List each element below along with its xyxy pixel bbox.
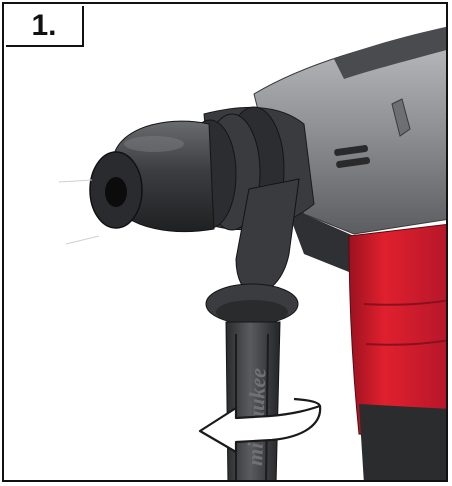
chuck-highlight xyxy=(124,136,184,152)
grip-ridge xyxy=(265,333,269,480)
red-housing-rib xyxy=(363,299,446,306)
motion-line xyxy=(65,235,100,245)
rotary-hammer-illustration: milwaukee xyxy=(58,26,446,480)
red-housing-rib xyxy=(365,339,446,346)
dark-base xyxy=(359,404,446,480)
vent-slot xyxy=(336,157,371,168)
vent-slot xyxy=(334,145,369,156)
red-motor-housing xyxy=(348,223,446,445)
instruction-figure: milwaukee 1. xyxy=(2,2,448,482)
upper-housing-top-dark xyxy=(334,26,446,79)
motion-line xyxy=(58,179,93,183)
bit-hole xyxy=(105,177,127,207)
rotate-counterclockwise-arrow-icon xyxy=(198,397,322,454)
side-handle-flange-inner xyxy=(216,300,288,324)
mode-switch xyxy=(391,98,411,137)
step-number: 1. xyxy=(31,8,57,42)
step-number-box: 1. xyxy=(6,6,84,47)
